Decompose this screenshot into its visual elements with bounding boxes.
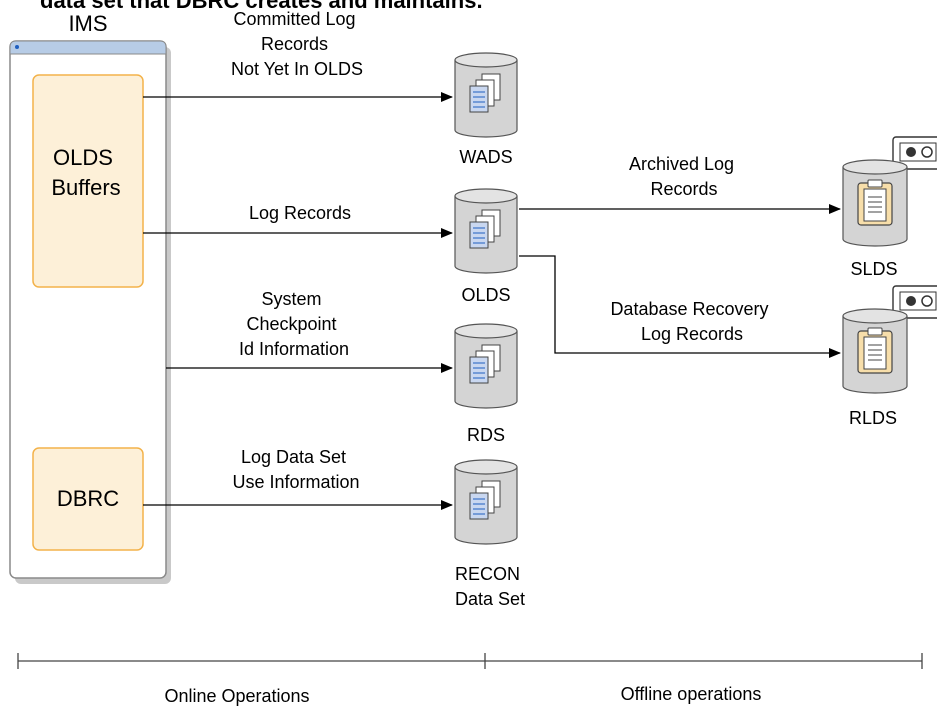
slds-label: SLDS bbox=[850, 259, 897, 279]
ims-title: IMS bbox=[68, 11, 107, 36]
log-records-label: Log Records bbox=[249, 203, 351, 223]
timeline bbox=[17, 653, 923, 669]
top-cut-text: data set that DBRC creates and maintains… bbox=[40, 0, 483, 13]
wads-cylinder-icon bbox=[454, 52, 518, 138]
dbrc-label: DBRC bbox=[57, 486, 119, 511]
rds-label: RDS bbox=[467, 425, 505, 445]
rlds-tape-icon bbox=[889, 285, 937, 320]
rds-cylinder-icon bbox=[454, 323, 518, 409]
rlds-cylinder-icon bbox=[842, 308, 908, 394]
olds-cylinder-icon bbox=[454, 188, 518, 274]
olds-label: OLDS bbox=[461, 285, 510, 305]
recon-cylinder-icon bbox=[454, 459, 518, 545]
dbrc-box bbox=[32, 447, 144, 551]
offline-operations-label: Offline operations bbox=[621, 684, 762, 704]
online-operations-label: Online Operations bbox=[164, 686, 309, 706]
rlds-arrow bbox=[519, 255, 841, 358]
log-dataset-label: Log Data Set Use Information bbox=[232, 447, 359, 492]
committed-label: Committed Log Records Not Yet In OLDS bbox=[231, 9, 363, 79]
archived-label: Archived Log Records bbox=[629, 154, 739, 199]
olds-buffers-label: OLDS Buffers bbox=[51, 145, 120, 200]
rlds-label: RLDS bbox=[849, 408, 897, 428]
db-recovery-label: Database Recovery Log Records bbox=[610, 299, 773, 344]
olds-buffers-box bbox=[32, 74, 144, 288]
slds-cylinder-icon bbox=[842, 159, 908, 247]
checkpoint-label: System Checkpoint Id Information bbox=[239, 289, 349, 359]
slds-tape-icon bbox=[889, 136, 937, 171]
recon-label: RECON Data Set bbox=[455, 564, 525, 609]
wads-label: WADS bbox=[459, 147, 512, 167]
